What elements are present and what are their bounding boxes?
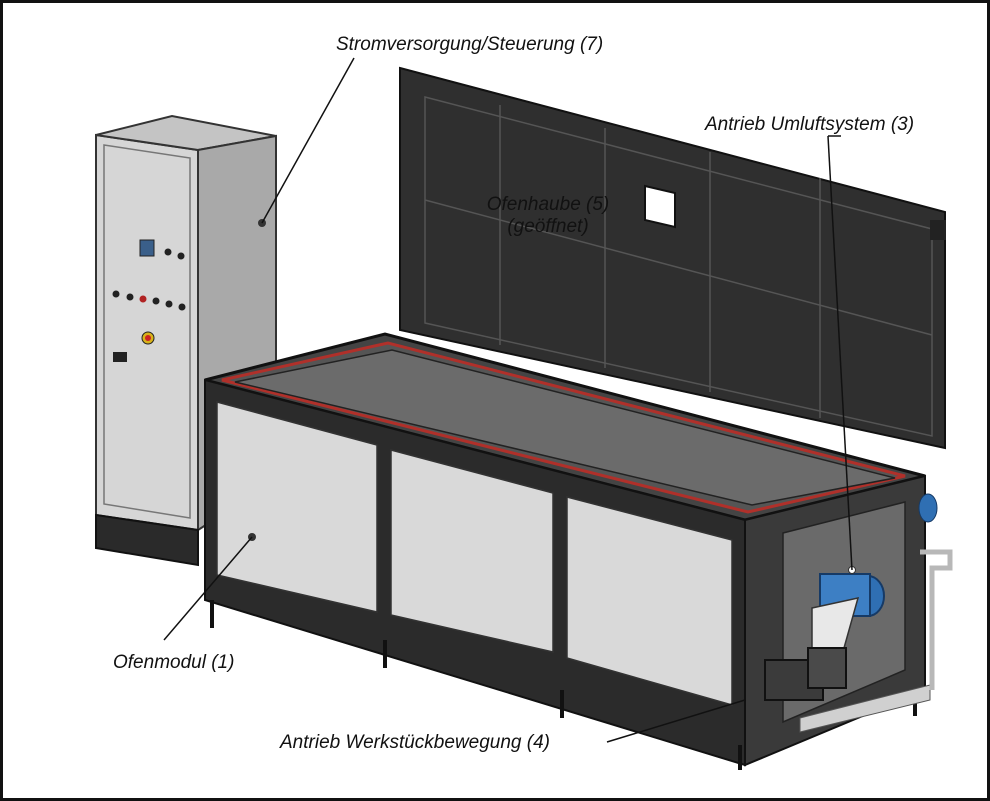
- oven-hood: [399, 66, 946, 450]
- control-cabinet: [95, 114, 277, 567]
- label-fan-drive: Antrieb Umluftsystem (3): [705, 114, 915, 135]
- label-oven-module: Ofenmodul (1): [113, 652, 235, 673]
- label-power-control: Stromversorgung/Steuerung (7): [336, 34, 604, 55]
- label-hood-line1: Ofenhaube (5): [486, 194, 610, 215]
- label-hood-line2: (geöffnet): [507, 216, 589, 237]
- label-workpiece-drive: Antrieb Werkstückbewegung (4): [280, 732, 550, 753]
- workpiece-drive: [764, 549, 953, 733]
- fan-motor: [811, 493, 938, 651]
- label-hood: Ofenhaube (5) (geöffnet): [462, 194, 634, 238]
- leader-lines: [163, 57, 853, 743]
- display-icon: [139, 239, 155, 257]
